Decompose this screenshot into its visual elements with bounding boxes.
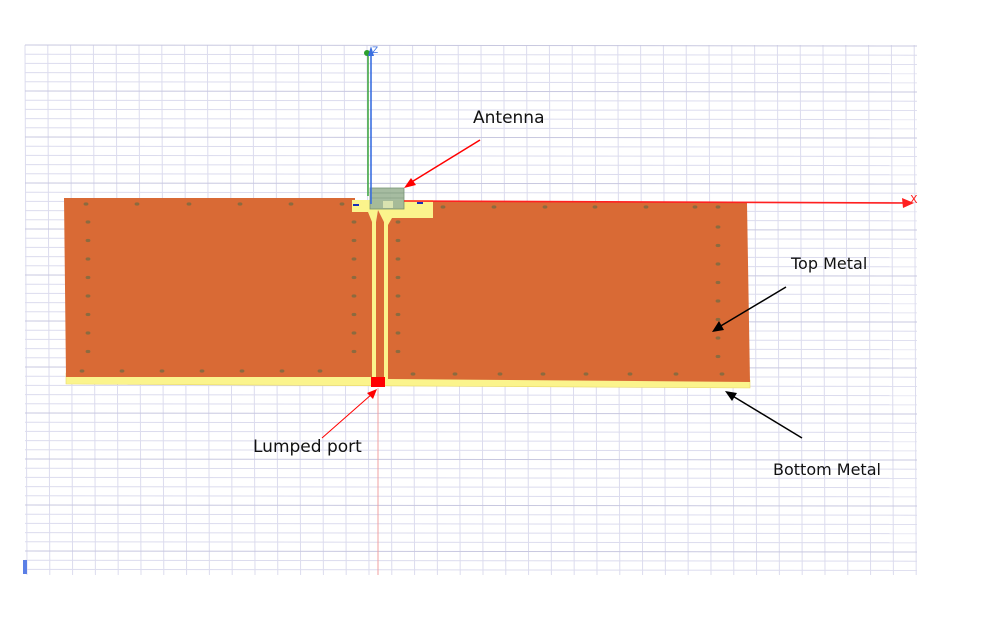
bottom-metal-arrow (730, 394, 803, 439)
corner-axis-marker (23, 560, 27, 574)
lumped-port-label: Lumped port (253, 437, 362, 457)
antenna-label: Antenna (473, 108, 545, 128)
antenna-block[interactable] (369, 187, 405, 210)
top-metal-left[interactable] (64, 198, 372, 377)
antenna-arrow (409, 139, 481, 184)
top-metal-label: Top Metal (791, 254, 868, 273)
bottom-metal-label: Bottom Metal (773, 460, 881, 479)
top-metal-arrow (718, 286, 787, 328)
port-marker-left (353, 204, 359, 206)
lumped-port[interactable] (371, 377, 385, 387)
port-marker-right (417, 202, 423, 204)
feed-gap-outline (352, 200, 433, 379)
z-axis-label: Z (372, 46, 378, 56)
x-axis-label: X (910, 193, 918, 206)
feed-line-signal[interactable] (376, 210, 384, 379)
top-metal-right[interactable] (388, 201, 750, 382)
axis-triad: Z X (23, 46, 918, 575)
via-array (79, 202, 725, 376)
lumped-port-arrow (321, 393, 373, 439)
x-axis (403, 200, 907, 204)
annotation-arrows (321, 139, 803, 439)
